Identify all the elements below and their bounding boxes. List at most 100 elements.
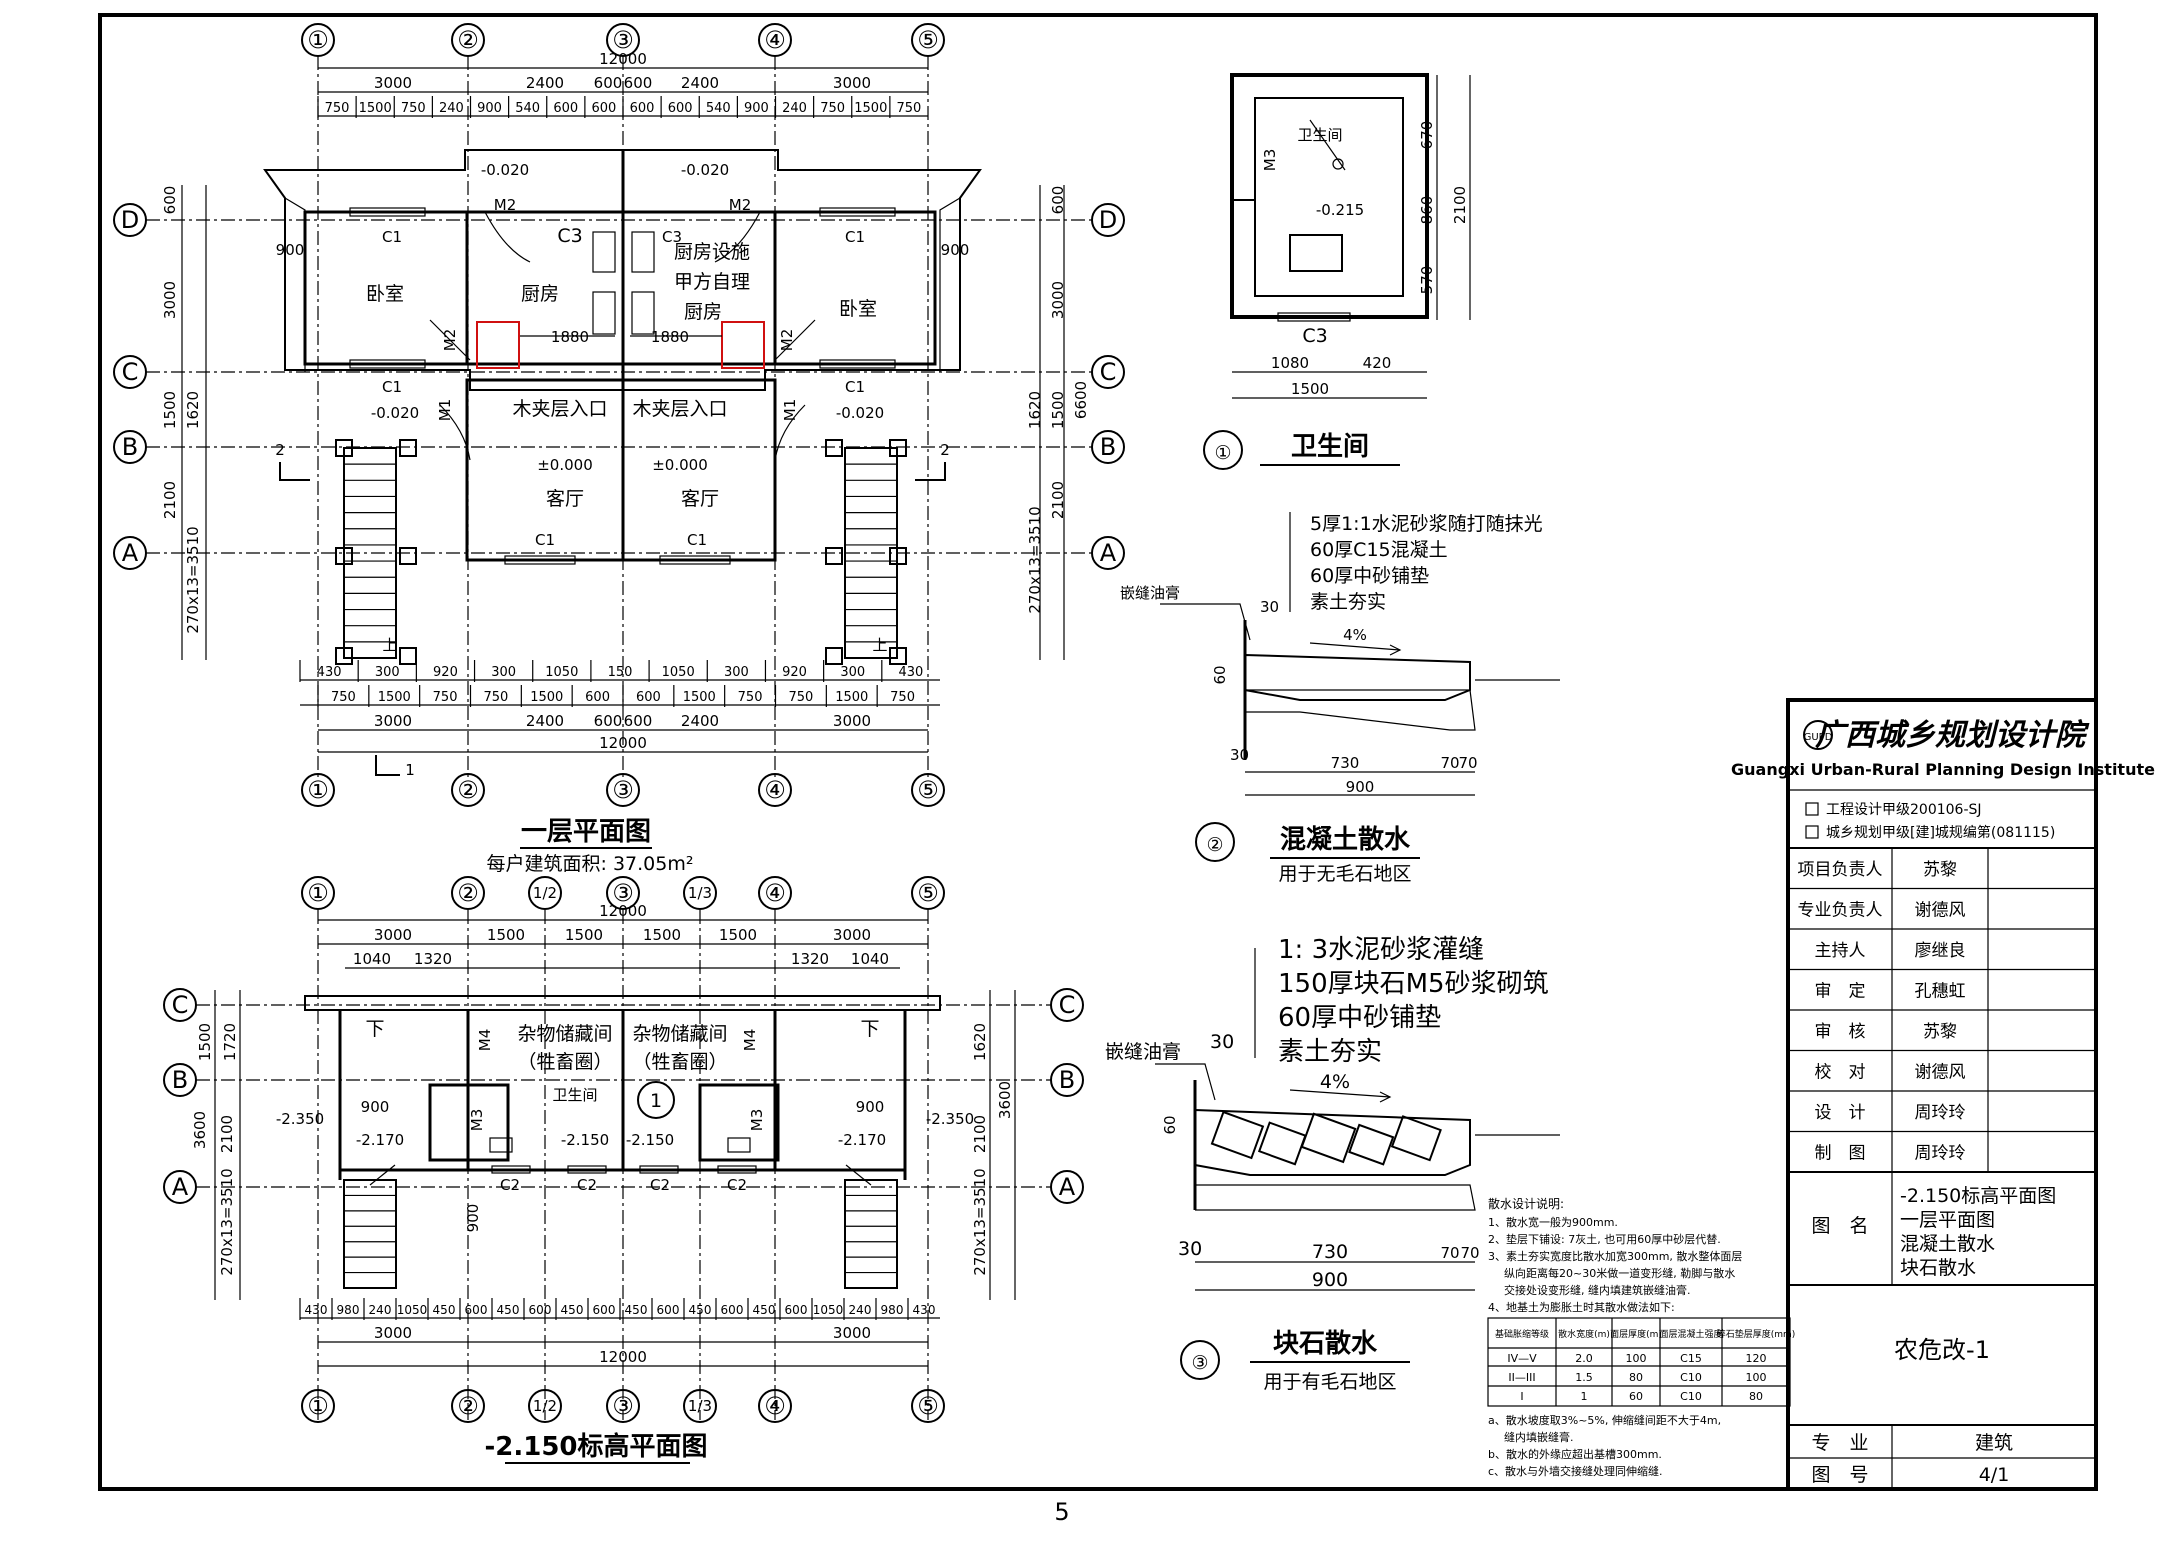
plan2-bottom-sub: 600 [529, 1303, 552, 1317]
axis-3-bottom: ③ [612, 1392, 634, 1420]
plan1-dim: 900 [941, 241, 970, 259]
axis-5-bottom: ⑤ [917, 776, 939, 804]
notes-table-header: 面层厚度(m) [1610, 1328, 1662, 1340]
plan2-bottom-sub: 980 [881, 1303, 904, 1317]
title-row-name: 苏黎 [1923, 1022, 1957, 1042]
plan1-sub-dim: 900 [744, 101, 769, 116]
plan2-left-dim: 1500 [196, 1023, 214, 1061]
toilet-dim: 860 [1418, 196, 1436, 225]
plan1-bottom-sub1: 300 [840, 665, 865, 680]
toilet-dim: 1080 [1271, 354, 1309, 372]
notes-table-cell: II—III [1508, 1371, 1535, 1384]
plan2-bottom-sub: 1050 [397, 1303, 428, 1317]
plan2-bottom-sub: 450 [625, 1303, 648, 1317]
plan2-bottom-sub: 450 [433, 1303, 456, 1317]
plan1-door-m2-v: M2 [778, 329, 796, 352]
axis-A-right: A [1100, 539, 1117, 567]
plan2-stair-left [343, 1164, 397, 1289]
plan2-door-m4: M4 [741, 1029, 759, 1052]
notes-item: 2、垫层下铺设: 7灰土, 也可用60厚中砂层代替. [1488, 1232, 1721, 1246]
plan2-right-dim: 1620 [971, 1023, 989, 1061]
plan2-livestock-right: （牲畜圈） [632, 1051, 727, 1073]
plan2-window-c2: C2 [500, 1176, 520, 1194]
concrete-slope: 4% [1343, 626, 1367, 644]
stone-dim: 70 [1440, 1244, 1459, 1262]
plan1-left-dim: 1500 [161, 391, 179, 429]
concrete-apron-detail: 5厚1:1水泥砂浆随打随抹光 60厚C15混凝土 60厚中砂铺垫 素土夯实 嵌缝… [1120, 512, 1560, 885]
plan1-dim: 1880 [651, 328, 689, 346]
notes-table-cell: 80 [1749, 1390, 1763, 1403]
plan1-stair-left [335, 439, 417, 665]
plan1-dim: 1880 [551, 328, 589, 346]
stone-subtitle: 用于有毛石地区 [1263, 1371, 1396, 1393]
plan1-axis-right: D C B A [1091, 203, 1125, 570]
concrete-subtitle: 用于无毛石地区 [1278, 863, 1411, 885]
plan2-right-dim: 270x13=3510 [971, 1168, 989, 1275]
plan1-elev: -0.020 [836, 404, 884, 422]
plan1-bottom-sub2: 750 [331, 690, 356, 705]
plan2-bottom-sub: 980 [337, 1303, 360, 1317]
plan2-down-right: 下 [860, 1018, 879, 1040]
plan1-bottom-sub1: 1050 [545, 665, 578, 680]
plan2-left-dim: 3600 [191, 1111, 209, 1149]
axis-3-bottom: ③ [612, 776, 634, 804]
plan2-elev: -2.150 [626, 1131, 674, 1149]
plan1-dim: 2400 [526, 74, 564, 92]
cert1: 工程设计甲级200106-SJ [1826, 802, 1982, 818]
plan1-bottom-sub1: 300 [724, 665, 749, 680]
plan1-right-dim: 6600 [1072, 381, 1090, 419]
stone-block [1300, 1112, 1357, 1164]
plan1-bottom-sub2: 600 [636, 690, 661, 705]
plan1-attic-entry-left: 木夹层入口 [512, 398, 607, 420]
notes-table-cell: C10 [1680, 1390, 1702, 1403]
plan1-dim: 2400 [526, 712, 564, 730]
plan2-bottom-sub: 450 [689, 1303, 712, 1317]
notes-table-cell: 1.5 [1575, 1371, 1593, 1384]
axis-3-top: ③ [612, 26, 634, 54]
axis-2-top: ② [457, 879, 479, 907]
notes-table-cell: 1 [1581, 1390, 1588, 1403]
title-row-name: 廖继良 [1915, 941, 1966, 961]
plan2-dim: 3000 [833, 926, 871, 944]
discipline-label: 专 业 [1811, 1432, 1868, 1454]
plan1-window-c1: C1 [845, 228, 865, 246]
notes-table-header: 基础胀缩等级 [1495, 1328, 1549, 1340]
plan2-bottom-sub: 240 [369, 1303, 392, 1317]
plan1-bottom-sub1: 1050 [662, 665, 695, 680]
plan2-bottom-sub: 600 [593, 1303, 616, 1317]
drawing-name: 混凝土散水 [1900, 1233, 1995, 1255]
notes-table-cell: C10 [1680, 1371, 1702, 1384]
notes-table-header: 碎石垫层厚度(mm) [1717, 1328, 1796, 1340]
notes-table-cell: 100 [1746, 1371, 1767, 1384]
toilet-dim: 420 [1363, 354, 1392, 372]
plan1-sub-dim: 540 [515, 101, 540, 116]
plan2-total-bottom: 12000 [599, 1348, 647, 1366]
title-row-role: 制 图 [1815, 1144, 1866, 1164]
institute-name-cn: 广西城乡规划设计院 [1815, 718, 2090, 753]
axis-4-bottom: ④ [764, 776, 786, 804]
plan1-sub-dim: 240 [782, 101, 807, 116]
plan1-right-dim: 600 [1049, 186, 1067, 215]
plan1-door-m2: M2 [729, 196, 752, 214]
project-name: 农危改-1 [1894, 1336, 1990, 1364]
plan1-window-c3: C3 [662, 228, 682, 246]
stone-dim: 730 [1312, 1241, 1348, 1263]
plan2-elev: -2.350 [276, 1110, 324, 1128]
plan1-bottom-sub2: 1500 [835, 690, 868, 705]
plan2-elev: -2.150 [561, 1131, 609, 1149]
plan1-right-dim: 1500 [1049, 391, 1067, 429]
plan1-bottom-sub2: 750 [433, 690, 458, 705]
plan1-door-m2: M2 [494, 196, 517, 214]
plan1-sub-dim: 600 [592, 101, 617, 116]
plan1-sub-dim: 900 [477, 101, 502, 116]
plan2-dim: 1500 [487, 926, 525, 944]
plan1-section-2-left: 2 [275, 441, 285, 459]
notes-item: 交接处设变形缝, 缝内填建筑嵌缝油膏. [1504, 1283, 1691, 1297]
plan2-elev: -2.350 [926, 1110, 974, 1128]
plan1-sub-dim: 600 [668, 101, 693, 116]
concrete-dim: 30 [1260, 598, 1279, 616]
plan1-door-m2-v: M2 [441, 329, 459, 352]
plan1-elev: -0.020 [681, 161, 729, 179]
axis-3-top: ③ [612, 879, 634, 907]
